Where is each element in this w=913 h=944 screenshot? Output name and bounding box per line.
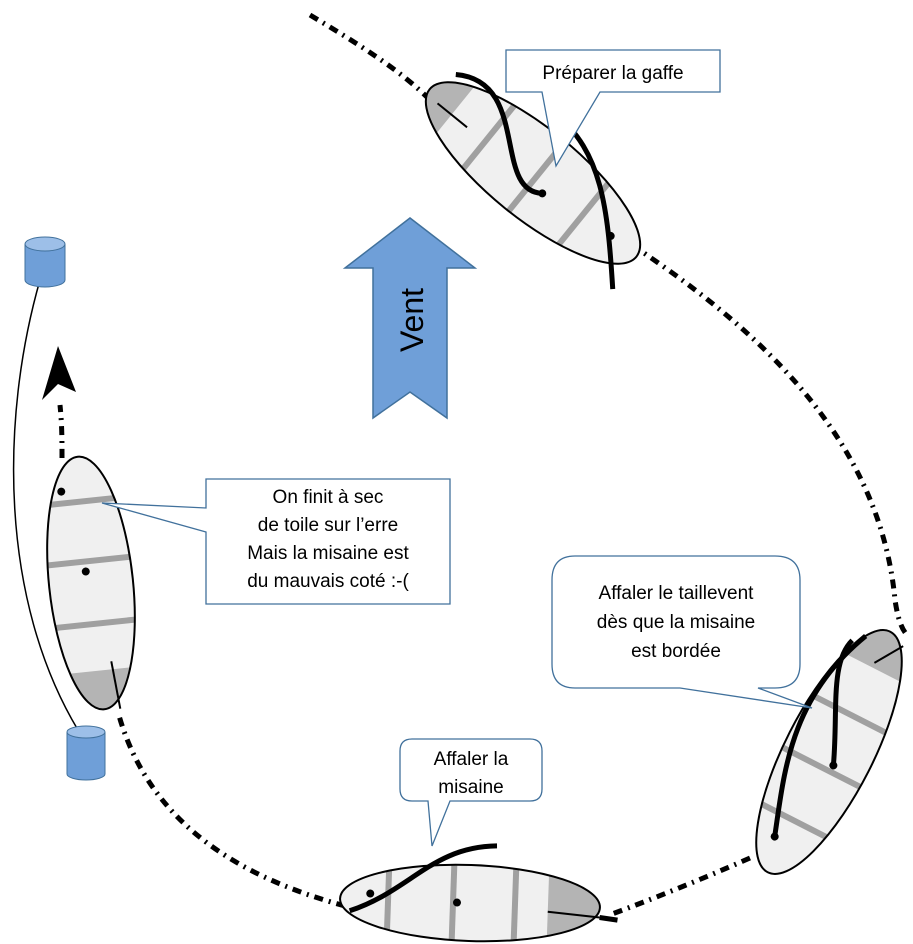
callout-lower-foresail: Affaler la misaine — [399, 738, 543, 847]
thwart — [45, 615, 146, 632]
mast — [606, 231, 615, 240]
mast — [829, 761, 838, 770]
callout-lower-mizzen: Affaler le taillevent dès que la misaine… — [551, 555, 813, 709]
hull-end — [546, 860, 602, 944]
callout-text: de toile sur l’erre — [258, 515, 398, 536]
thwart — [35, 493, 133, 510]
thwart — [383, 860, 393, 944]
track — [57, 12, 910, 917]
callout-text: est bordée — [631, 641, 721, 662]
track-segment-left — [57, 404, 65, 459]
callout-text: du mauvais coté :-( — [247, 571, 409, 592]
mast — [81, 567, 90, 576]
thwart — [748, 795, 840, 846]
callout-text: Préparer la gaffe — [542, 63, 683, 84]
boat-bottom — [339, 843, 618, 944]
wind-label: Vent — [394, 288, 430, 352]
mast — [57, 487, 66, 496]
callout-text: Affaler la — [434, 749, 509, 770]
thwart — [510, 860, 520, 944]
callout-text: On finit à sec — [273, 487, 384, 508]
wind-arrow: Vent — [342, 217, 478, 420]
track-segment-bottom-left — [115, 711, 346, 909]
rudder — [873, 645, 904, 664]
hull — [47, 456, 135, 710]
boat-right — [748, 611, 913, 875]
mast — [770, 832, 779, 841]
sail — [348, 843, 498, 914]
track-arrowhead — [42, 346, 76, 400]
callout-prepare-gaffe: Préparer la gaffe — [505, 49, 721, 168]
callout-text: Mais la misaine est — [247, 543, 409, 564]
callout-text: Affaler le taillevent — [599, 583, 755, 604]
callout-finish: On finit à sec de toile sur l’erre Mais … — [101, 478, 451, 605]
thwart — [38, 552, 139, 570]
track-segment-bottom-right — [611, 855, 752, 917]
hull — [756, 630, 902, 874]
mast — [453, 898, 462, 907]
hull — [425, 82, 641, 264]
rudder — [436, 102, 468, 129]
buoy-top — [24, 236, 66, 288]
tiller — [599, 915, 618, 923]
thwart — [775, 741, 868, 793]
track-segment-top — [308, 12, 432, 102]
boat-left — [35, 455, 147, 714]
buoy-bottom — [66, 725, 106, 781]
thwart — [802, 688, 895, 740]
callout-text: misaine — [438, 777, 503, 798]
track-segment-right — [630, 242, 910, 638]
sail — [830, 638, 855, 766]
buoy-line — [12, 279, 79, 731]
callout-text: dès que la misaine — [597, 612, 755, 633]
sail — [455, 71, 543, 196]
hull-end — [50, 665, 147, 714]
rudder — [547, 910, 600, 919]
rudder — [110, 661, 122, 709]
mast — [538, 189, 547, 198]
mast — [366, 889, 375, 898]
thwart — [448, 860, 458, 944]
